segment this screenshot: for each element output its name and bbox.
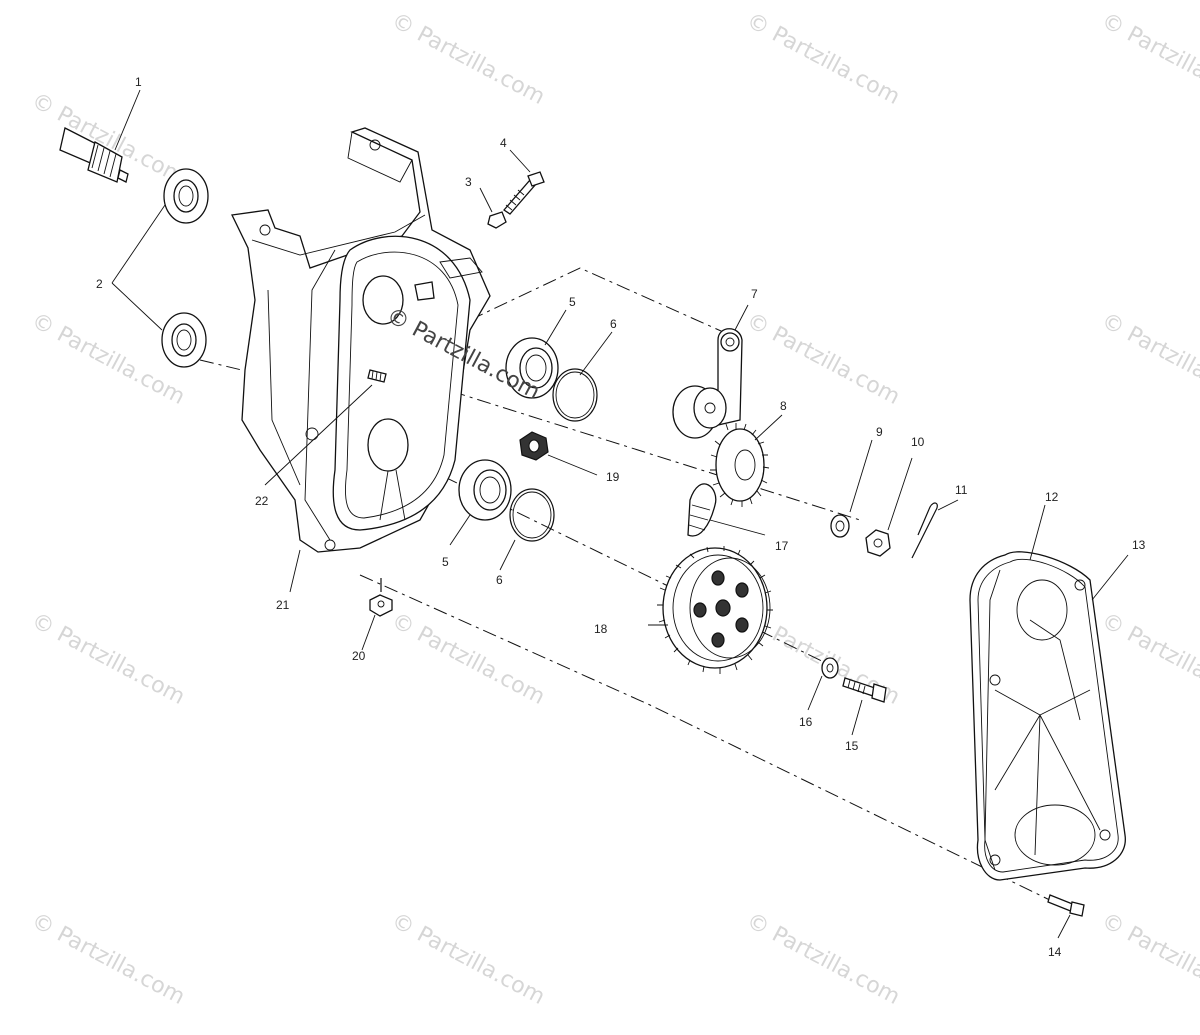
washer [830,514,850,538]
castle-nut [865,529,891,557]
shaft-part [59,127,129,183]
callout-7: 7 [751,287,758,301]
bearing-lower [458,459,512,521]
callout-2: 2 [96,277,103,291]
callout-9: 9 [876,425,883,439]
hex-nut [519,431,549,461]
watermark-text: © Partzilla.com [387,8,549,110]
leader-lines [111,89,1129,939]
watermark-text: © Partzilla.com [742,308,904,410]
callout-19: 19 [606,470,620,484]
callout-20: 20 [352,649,366,663]
callout-5: 5 [569,295,576,309]
small-sprocket [710,423,770,507]
callout-17: 17 [775,539,789,553]
stud-part [367,369,387,383]
callout-4: 4 [500,136,507,150]
callout-18: 18 [594,622,608,636]
callout-14: 14 [1048,945,1062,959]
adjuster-bolt [487,171,545,229]
callout-10: 10 [911,435,925,449]
callout-6: 6 [610,317,617,331]
callout-5b: 5 [442,555,449,569]
callout-13: 13 [1132,538,1146,552]
callout-8: 8 [780,399,787,413]
callout-16: 16 [799,715,813,729]
washer-lower [821,657,839,679]
watermark-text: © Partzilla.com [742,908,904,1010]
cover-bolt [1047,894,1085,917]
large-sprocket [657,546,773,674]
callout-12: 12 [1045,490,1059,504]
callout-1: 1 [135,75,142,89]
bearing-upper [505,337,559,399]
drive-chain [687,483,717,537]
callout-15: 15 [845,739,859,753]
watermark-text: © Partzilla.com [742,8,904,110]
callout-labels: 1 2 3 4 5 6 7 8 9 10 11 12 13 14 15 16 1… [96,75,1146,959]
watermark-text: © Partzilla.com [1097,908,1200,1010]
watermark-text: © Partzilla.com [27,908,189,1010]
callout-6b: 6 [496,573,503,587]
callout-21: 21 [276,598,290,612]
callout-22: 22 [255,494,269,508]
tensioner-arm [672,328,743,439]
watermark-text: © Partzilla.com [1097,308,1200,410]
seal-lower [161,312,207,368]
watermark-text: © Partzilla.com [27,308,189,410]
chaincase-housing [231,127,491,553]
chaincase-cover [969,551,1126,881]
watermark-text: © Partzilla.com [27,608,189,710]
watermark-text: © Partzilla.com [1097,8,1200,110]
watermark-text: © Partzilla.com [1097,608,1200,710]
snap-ring-upper [552,368,598,422]
seal-upper [163,168,209,224]
cap-screw [842,677,887,703]
cotter-pin [911,502,938,559]
drain-plug [369,578,393,617]
callout-11: 11 [955,483,968,497]
snap-ring-lower [509,488,555,542]
callout-3: 3 [465,175,472,189]
watermark-text: © Partzilla.com [387,908,549,1010]
